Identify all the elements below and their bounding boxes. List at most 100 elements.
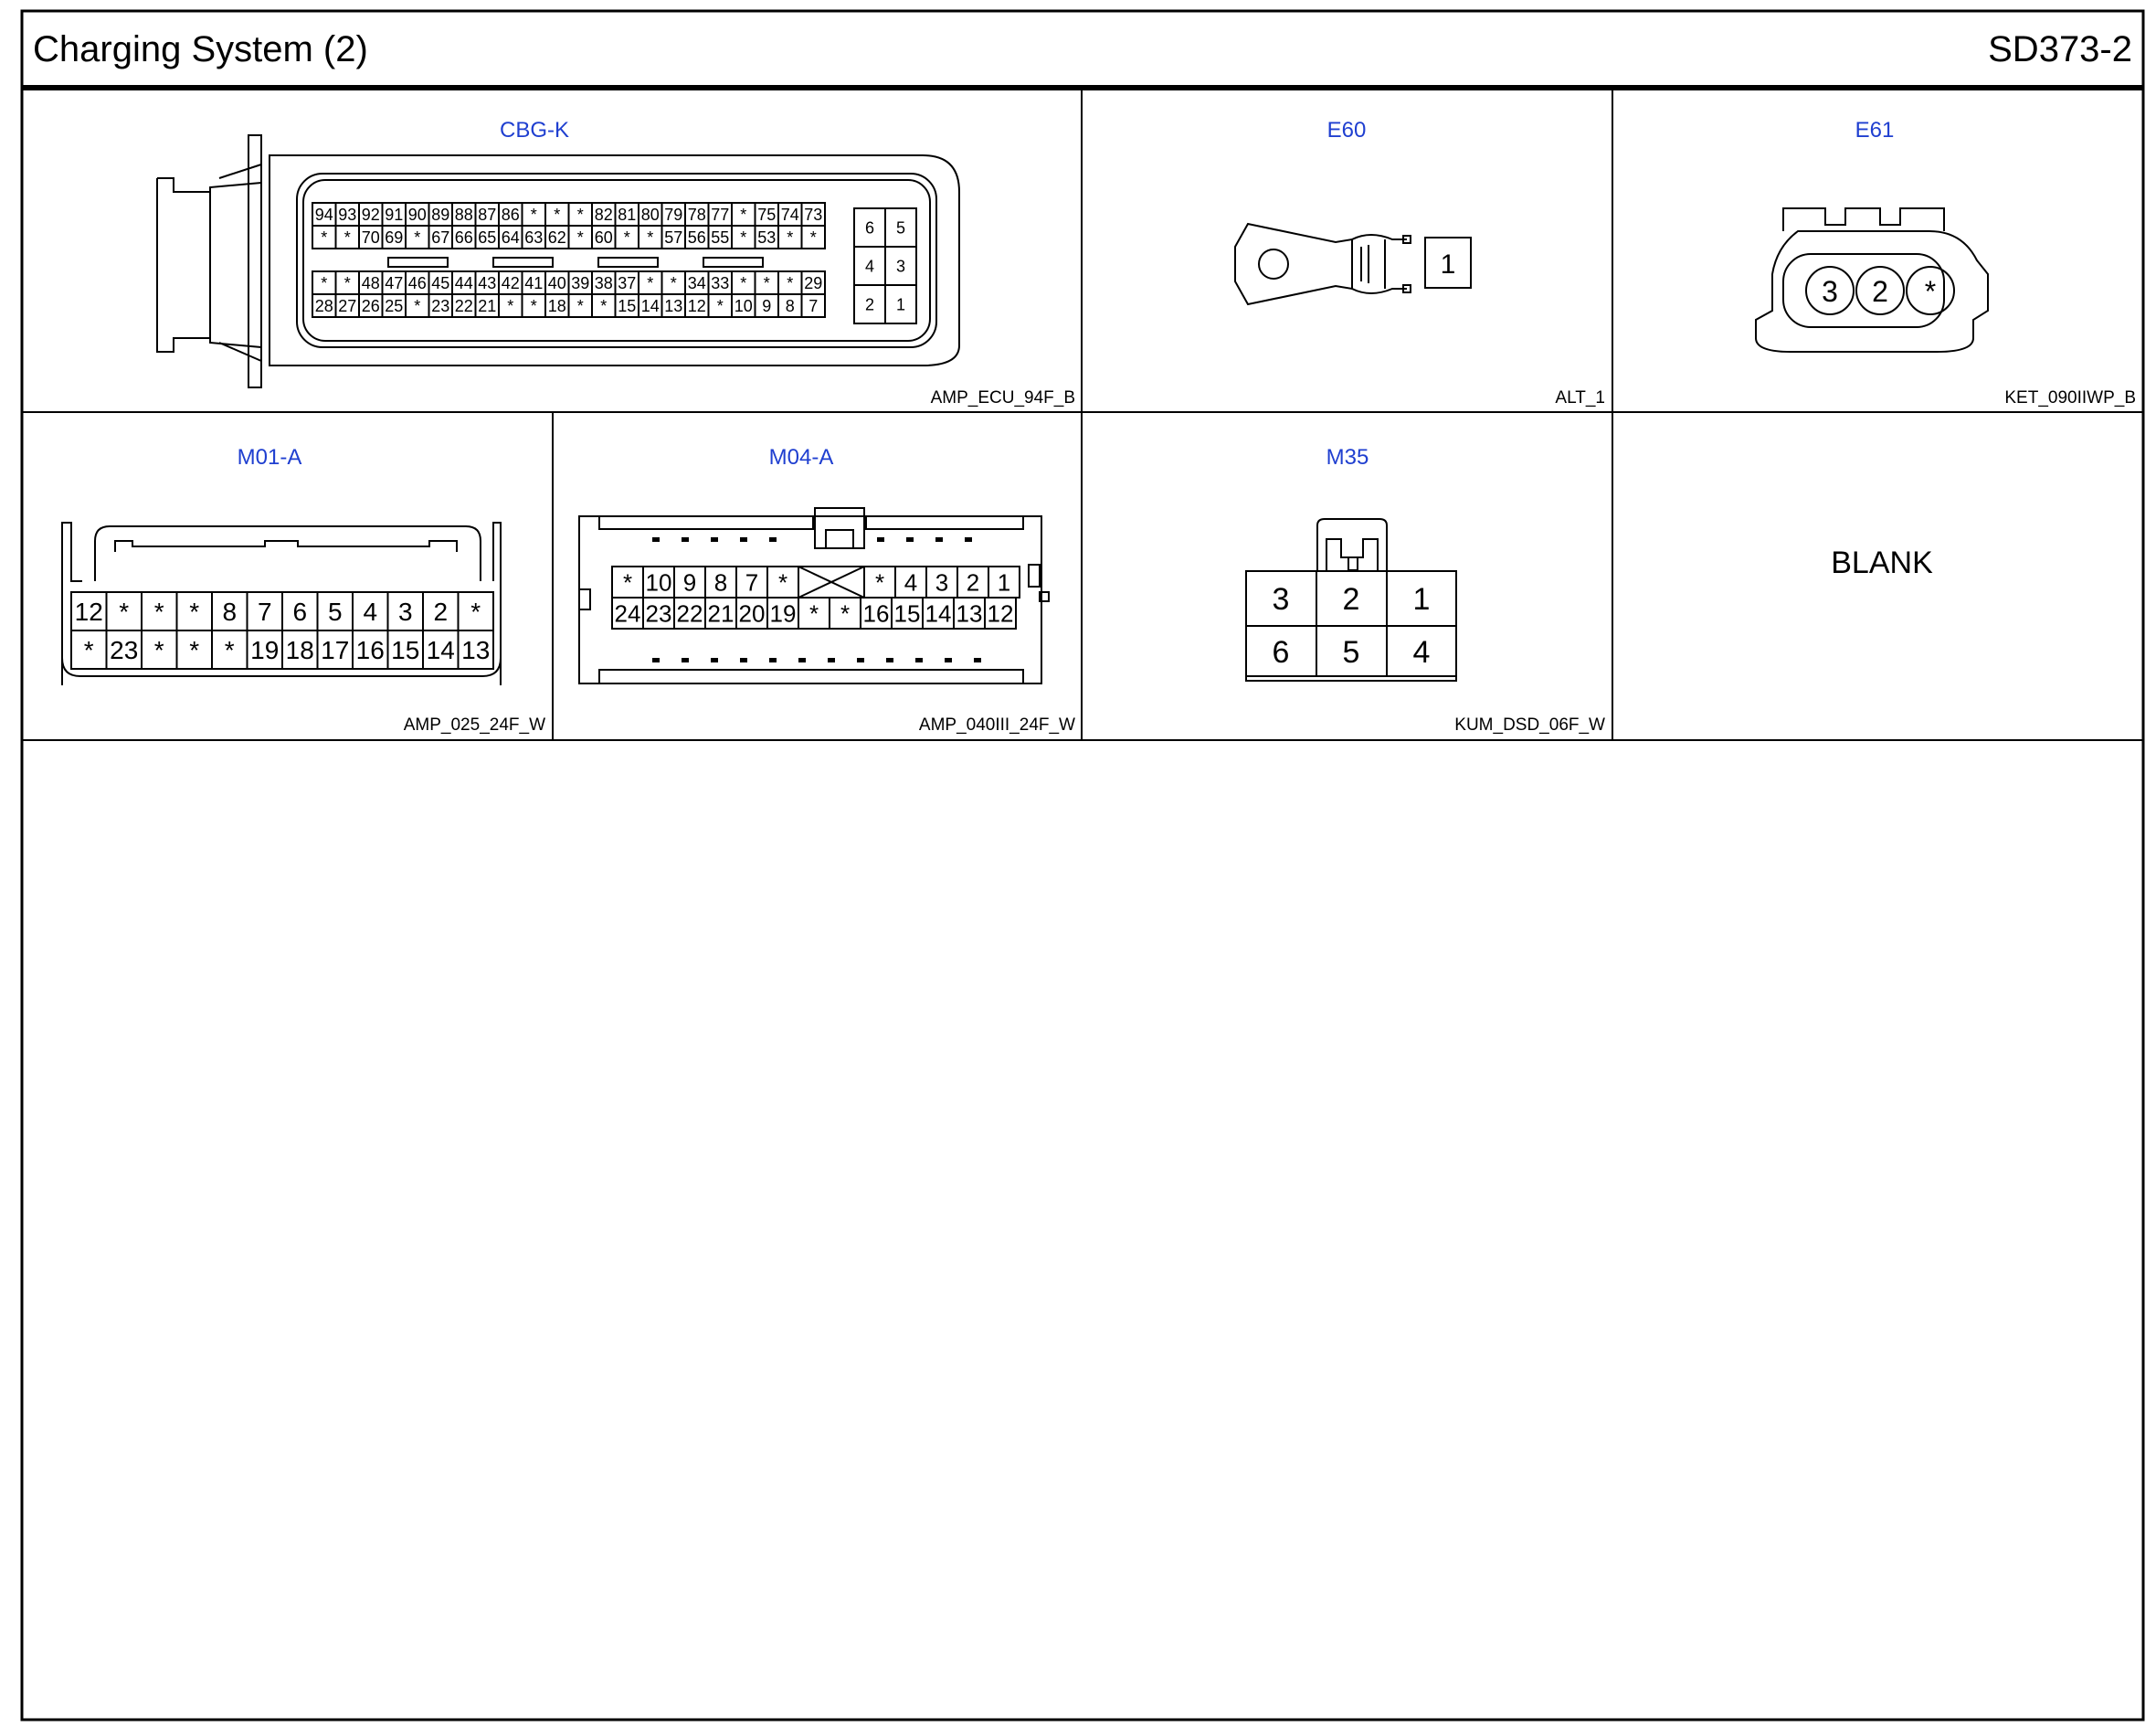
pin-label: 19 — [770, 599, 797, 627]
m04-a-keyslots — [652, 537, 981, 662]
connector-part-number: KET_090IIWP_B — [2004, 388, 2136, 408]
connector-id: CBG-K — [500, 118, 569, 143]
cbg-k-keys — [387, 257, 764, 268]
pin-label: 42 — [502, 274, 520, 292]
m35-shell — [1245, 518, 1457, 682]
pin-label: 4 — [363, 598, 377, 626]
pin-label: 3 — [935, 568, 948, 596]
pin-label: 13 — [461, 636, 490, 664]
pin-label: * — [531, 297, 537, 315]
pin-cell — [457, 630, 494, 670]
pin-label: 3 — [1273, 582, 1290, 617]
pin-label: * — [344, 274, 351, 292]
pin-label: 64 — [502, 228, 520, 247]
pin-label: 90 — [408, 206, 427, 224]
pin-label: 8 — [714, 568, 727, 596]
pin-cell — [884, 284, 917, 324]
pin-label: * — [671, 274, 677, 292]
pin-label: * — [577, 297, 584, 315]
pin-label: * — [717, 297, 724, 315]
pin-label: 8 — [786, 297, 795, 315]
pin-label: 23 — [110, 636, 138, 664]
pin-label: * — [840, 599, 850, 627]
connector-id: E60 — [1327, 118, 1367, 143]
pin-label: * — [189, 636, 199, 664]
grid-lines — [22, 88, 2143, 741]
pin-label: 17 — [321, 636, 349, 664]
pin-label: 14 — [925, 599, 952, 627]
connector-part-number: ALT_1 — [1555, 388, 1605, 408]
pin-label: 93 — [338, 206, 356, 224]
pin-label: 24 — [615, 599, 641, 627]
pin-label: * — [577, 206, 584, 224]
pin-label: * — [740, 274, 746, 292]
pin-label: 15 — [894, 599, 921, 627]
pin-label: 22 — [677, 599, 703, 627]
pin-label: * — [787, 274, 793, 292]
page-title: Charging System (2) — [33, 29, 368, 69]
pin-label: 10 — [735, 297, 753, 315]
pin-label: * — [787, 228, 793, 247]
pin-label: * — [154, 598, 164, 626]
pin-label: 2 — [865, 295, 874, 313]
pin-label: 79 — [664, 206, 682, 224]
pin-label: 39 — [571, 274, 589, 292]
pin-label: 4 — [865, 257, 874, 275]
pin-label: 89 — [431, 206, 449, 224]
pin-label: 9 — [683, 568, 696, 596]
pin-label: 16 — [863, 599, 890, 627]
pin-label: 16 — [356, 636, 385, 664]
pin-label: 70 — [362, 228, 380, 247]
pin-label: 6 — [1273, 635, 1290, 670]
pin-label: 74 — [781, 206, 799, 224]
pin-label: * — [778, 568, 787, 596]
pin-cell — [800, 225, 826, 249]
pin-cavity — [1805, 266, 1855, 315]
pin-label: 66 — [455, 228, 473, 247]
pin-label: 7 — [745, 568, 758, 596]
pin-label: 56 — [688, 228, 706, 247]
connector-part-number: AMP_025_24F_W — [404, 715, 545, 735]
connector-id: E61 — [1855, 118, 1895, 143]
pin-label: * — [554, 206, 560, 224]
pin-cell — [984, 597, 1017, 630]
pin-label: 75 — [757, 206, 776, 224]
pin-label: * — [600, 297, 607, 315]
pin-label: * — [321, 274, 327, 292]
pin-label: 28 — [315, 297, 333, 315]
pin-label: 65 — [478, 228, 496, 247]
pin-label: 18 — [548, 297, 566, 315]
pin-cavity — [1855, 266, 1905, 315]
pin-label: * — [647, 274, 653, 292]
blank-cell-label: BLANK — [1831, 546, 1933, 580]
pin-label: 25 — [385, 297, 403, 315]
pin-label: 78 — [688, 206, 706, 224]
pin-label: 53 — [757, 228, 776, 247]
pin-box — [1424, 237, 1472, 289]
pin-label: 5 — [1343, 635, 1360, 670]
outer-frame — [20, 9, 2145, 1722]
diagram-code: SD373-2 — [1988, 29, 2132, 69]
pin-label: 87 — [478, 206, 496, 224]
pin-label: 1 — [896, 295, 905, 313]
pin-label: 73 — [804, 206, 822, 224]
pin-label: * — [647, 228, 653, 247]
pin-label: 7 — [258, 598, 272, 626]
pin-label: * — [225, 636, 235, 664]
connector-part-number: KUM_DSD_06F_W — [1454, 715, 1605, 735]
pin-label: 13 — [664, 297, 682, 315]
pin-label: 1 — [1413, 582, 1431, 617]
pin-label: * — [740, 228, 746, 247]
pin-label: 29 — [804, 274, 822, 292]
connector-id: M35 — [1326, 445, 1369, 470]
cbg-k-shell — [156, 134, 960, 388]
